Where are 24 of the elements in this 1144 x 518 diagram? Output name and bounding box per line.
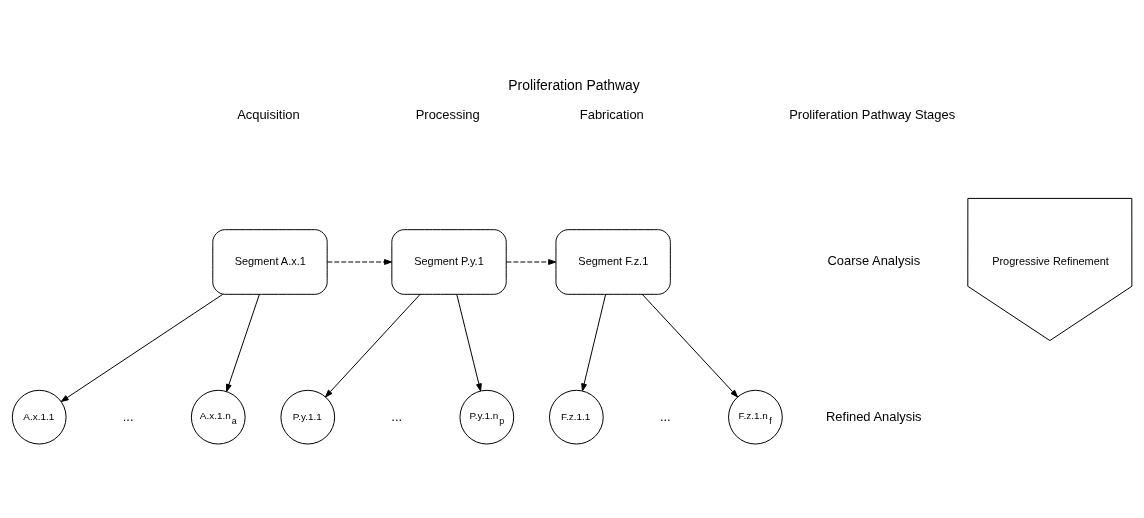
arrow	[60, 293, 224, 402]
label: Fabrication	[579, 106, 644, 122]
arrow	[326, 258, 392, 265]
node-circle: P.y.1.n$_{p}$	[459, 389, 515, 444]
node-circle: A.x.1.n$_{a}$	[190, 389, 246, 444]
label: Acquisition	[237, 106, 300, 122]
label: Proliferation Pathway Stages	[789, 106, 956, 122]
arrow	[226, 293, 260, 392]
node-circle: F.z.1.1	[549, 389, 604, 444]
node-box: Segment P.y.1	[391, 228, 507, 295]
arrow	[641, 293, 739, 397]
label: Coarse Analysis	[827, 252, 921, 268]
label: ...	[391, 408, 403, 424]
arrow	[325, 293, 421, 397]
arrow	[456, 293, 482, 391]
label: ...	[122, 408, 134, 424]
arrow	[581, 293, 607, 391]
node-box: Segment F.z.1	[555, 228, 671, 295]
label: Processing	[415, 106, 480, 122]
arrow	[505, 258, 557, 265]
node-box: Segment A.x.1	[212, 228, 328, 295]
label: Refined Analysis	[826, 408, 922, 424]
label: ...	[659, 408, 671, 424]
diagram-title: Proliferation Pathway	[508, 76, 640, 93]
